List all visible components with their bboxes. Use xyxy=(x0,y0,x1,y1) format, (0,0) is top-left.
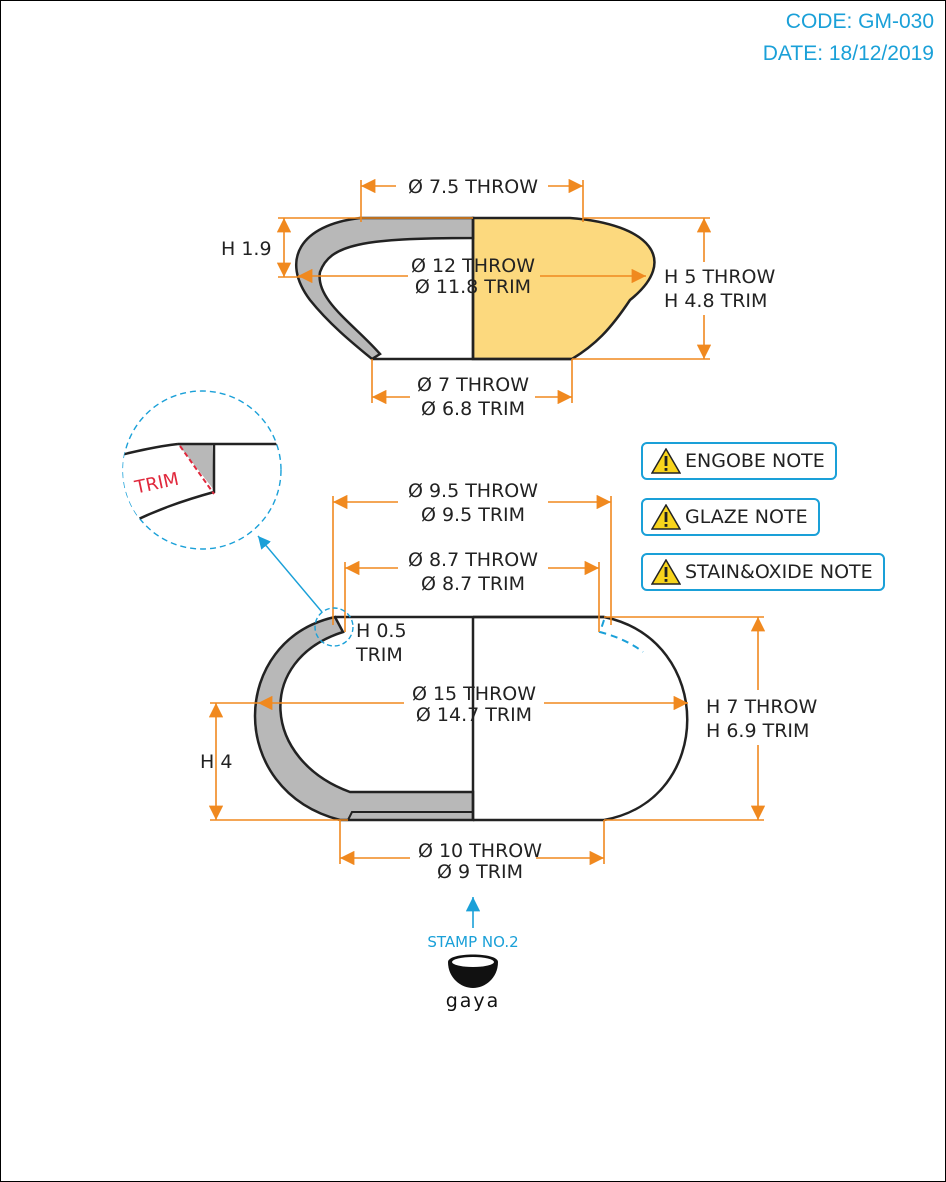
top-base-diameter-trim-label: Ø 6.8 TRIM xyxy=(421,398,525,420)
bottom-lip-trim-label: TRIM xyxy=(355,644,403,666)
stain-oxide-note-button[interactable]: STAIN&OXIDE NOTE xyxy=(641,553,885,591)
top-piece-wall-section xyxy=(294,216,475,361)
bottom-inner-rim-trim-label: Ø 8.7 TRIM xyxy=(421,573,525,595)
bottom-lip-height-label: H 0.5 xyxy=(356,620,407,642)
glaze-note-label: GLAZE NOTE xyxy=(685,506,808,528)
bottom-height-trim-label: H 6.9 TRIM xyxy=(706,720,809,742)
bottom-outer-rim-throw-label: Ø 9.5 THROW xyxy=(408,480,538,502)
detail-trim-line xyxy=(179,445,215,495)
top-piece-dimensions xyxy=(276,178,712,405)
bottom-foot-diameter-throw-label: Ø 10 THROW xyxy=(418,840,542,862)
top-height-throw-label: H 5 THROW xyxy=(664,266,776,288)
top-piece-labels: Ø 7.5 THROW H 1.9 Ø 12 THROW Ø 11.8 TRIM… xyxy=(221,176,776,420)
bottom-piece-labels: Ø 9.5 THROW Ø 9.5 TRIM Ø 8.7 THROW Ø 8.7… xyxy=(200,480,818,883)
bottom-piece-foot xyxy=(347,811,473,821)
stamp-label: STAMP NO.2 xyxy=(427,933,518,951)
top-max-diameter-throw-label: Ø 12 THROW xyxy=(411,255,535,277)
detail-magnifier: TRIM xyxy=(122,390,354,647)
warning-icon xyxy=(651,448,681,474)
top-piece-profile xyxy=(294,216,656,361)
bottom-outer-rim-trim-label: Ø 9.5 TRIM xyxy=(421,504,525,526)
detail-leader xyxy=(257,535,323,613)
bottom-piece-exterior xyxy=(473,615,689,822)
stain-oxide-note-label: STAIN&OXIDE NOTE xyxy=(685,561,873,583)
top-piece-exterior xyxy=(471,216,656,361)
top-rim-height-label: H 1.9 xyxy=(221,238,272,260)
bottom-piece-dimensions xyxy=(208,494,766,866)
top-base-diameter-throw-label: Ø 7 THROW xyxy=(417,374,529,396)
bottom-max-diameter-trim-label: Ø 14.7 TRIM xyxy=(416,704,532,726)
bottom-piece-profile xyxy=(253,615,689,822)
stamp: STAMP NO.2 gaya xyxy=(427,897,519,1012)
engobe-note-button[interactable]: ENGOBE NOTE xyxy=(641,442,837,480)
bottom-inner-height-label: H 4 xyxy=(200,751,232,773)
logo-text: gaya xyxy=(446,990,501,1012)
glaze-note-button[interactable]: GLAZE NOTE xyxy=(641,498,820,536)
warning-icon xyxy=(651,559,681,585)
engobe-note-label: ENGOBE NOTE xyxy=(685,450,825,472)
drawing-date: DATE: 18/12/2019 xyxy=(762,42,934,65)
top-rim-diameter-label: Ø 7.5 THROW xyxy=(408,176,538,198)
bottom-max-diameter-throw-label: Ø 15 THROW xyxy=(412,683,536,705)
detail-callout-circle xyxy=(314,607,354,647)
top-max-diameter-trim-label: Ø 11.8 TRIM xyxy=(415,276,531,298)
drawing-code: CODE: GM-030 xyxy=(785,10,934,33)
bottom-inner-rim-throw-label: Ø 8.7 THROW xyxy=(408,549,538,571)
bottom-height-throw-label: H 7 THROW xyxy=(706,696,818,718)
gaya-logo: gaya xyxy=(446,954,501,1012)
top-height-trim-label: H 4.8 TRIM xyxy=(664,290,767,312)
warning-icon xyxy=(651,504,681,530)
bottom-foot-diameter-trim-label: Ø 9 TRIM xyxy=(437,861,523,883)
bottom-piece-inner-lip xyxy=(598,619,644,653)
bottom-piece-wall-section xyxy=(253,615,475,822)
